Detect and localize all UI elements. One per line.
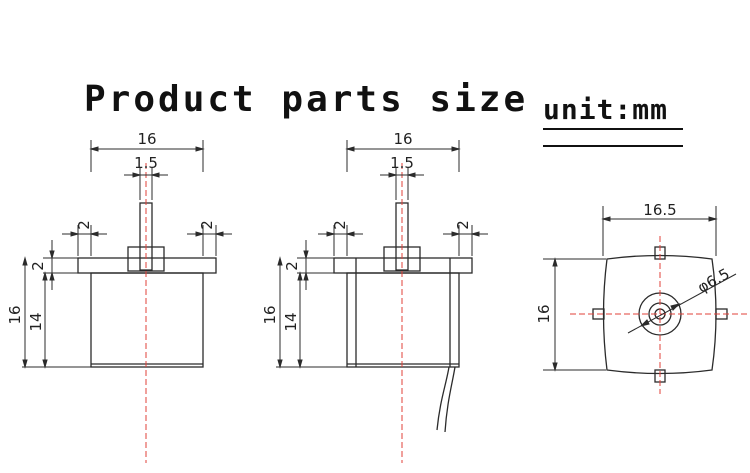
top-view: 16.5 16 φ6.5 (535, 201, 750, 394)
top-dim-diameter: φ6.5 (694, 265, 732, 297)
front-dim-flange: 2 (29, 261, 47, 271)
unit-underline (543, 128, 683, 130)
side-lead-wire-2 (444, 366, 456, 433)
front-dim-total-height: 16 (6, 305, 24, 324)
unit-double-underline (543, 145, 683, 147)
front-dim-tab-right: 2 (198, 220, 216, 230)
side-dim-shaft: 1.5 (390, 154, 414, 172)
side-body-outline (346, 272, 460, 368)
side-lead-wire-1 (436, 366, 450, 431)
side-view: 16 1.5 2 2 2 16 14 (261, 130, 488, 463)
side-dim-tab-right: 2 (454, 220, 472, 230)
front-dim-tab-left: 2 (75, 220, 93, 230)
front-dim-body-height: 14 (27, 312, 45, 331)
side-dim-width: 16 (393, 130, 412, 148)
top-body-outline (602, 254, 717, 375)
side-dim-tab-left: 2 (331, 220, 349, 230)
side-dim-flange: 2 (283, 261, 301, 271)
page-title: Product parts size (84, 79, 529, 120)
unit-label: unit:mm (543, 93, 669, 126)
front-dim-width: 16 (137, 130, 156, 148)
front-dim-shaft: 1.5 (134, 154, 158, 172)
side-dim-total-height: 16 (261, 305, 279, 324)
front-view: 16 1.5 2 2 2 16 14 (6, 130, 232, 463)
top-dim-height: 16 (535, 304, 553, 323)
top-dim-width: 16.5 (643, 201, 676, 219)
side-dim-body-height: 14 (282, 312, 300, 331)
front-body-outline (90, 272, 204, 368)
